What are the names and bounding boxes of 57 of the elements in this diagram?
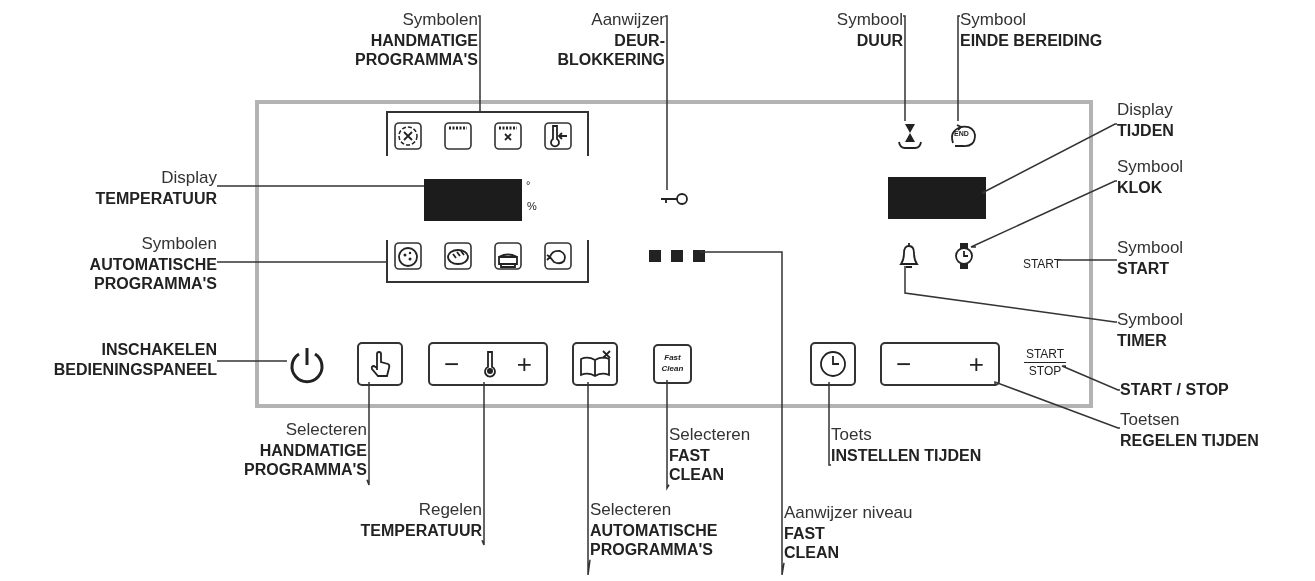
callout-text: Selecteren FAST CLEAN — [669, 425, 751, 485]
fast-clean-button: Fast Clean — [653, 344, 692, 384]
callout-text: Symbool KLOK — [1117, 157, 1184, 198]
key-icon — [659, 190, 689, 208]
level-indicator-dots — [649, 250, 705, 262]
leader-line — [1057, 259, 1118, 261]
callout-text: Toets INSTELLEN TIJDEN — [831, 425, 982, 466]
control-panel — [255, 100, 1093, 408]
minus-sign: − — [896, 350, 912, 378]
leader-line — [700, 249, 785, 576]
callout-text: Symbolen AUTOMATISCHE PROGRAMMA'S — [67, 234, 217, 294]
callout-text: INSCHAKELEN BEDIENINGSPANEEL — [27, 340, 217, 380]
callout-text: Selecteren AUTOMATISCHE PROGRAMMA'S — [590, 500, 740, 560]
callout-text: Symbool TIMER — [1117, 310, 1184, 351]
panel-label: START — [1022, 256, 1062, 272]
symbol-group-bracket — [386, 111, 589, 156]
plus-sign: + — [968, 350, 984, 378]
bell-icon — [897, 242, 921, 270]
leader-line — [664, 15, 668, 191]
minus-sign: − — [444, 350, 460, 378]
leader-line — [902, 15, 906, 122]
time-set-button — [810, 342, 856, 386]
display-screen — [424, 179, 522, 221]
leader-line — [216, 185, 425, 187]
degree-sign: ° — [526, 180, 531, 191]
symbol-group-bracket — [386, 240, 589, 283]
callout-text: Toetsen REGELEN TIJDEN — [1120, 410, 1259, 451]
leader-line — [981, 123, 1118, 194]
plus-sign: + — [516, 350, 532, 378]
leader-line — [904, 265, 1118, 323]
leader-line — [477, 15, 481, 112]
percent-sign: % — [527, 201, 537, 212]
hourglass-icon — [897, 121, 923, 151]
manual-program-button — [357, 342, 403, 386]
start-stop-key: START STOP — [1024, 346, 1066, 382]
callout-text: Display TEMPERATUUR — [95, 168, 217, 209]
auto-program-button — [572, 342, 618, 386]
leader-line — [994, 380, 1121, 429]
callout-text: Regelen TEMPERATUUR — [360, 500, 482, 541]
leader-line — [957, 15, 961, 122]
callout-text: Symbolen HANDMATIGE PROGRAMMA'S — [338, 10, 478, 70]
callout-text: Symbool DUUR — [836, 10, 903, 51]
callout-text: Display TIJDEN — [1117, 100, 1174, 141]
callout-text: Symbool EINDE BEREIDING — [960, 10, 1103, 51]
leader-line — [1061, 365, 1121, 391]
time-adjust-button — [880, 342, 1000, 386]
callout-text: START / STOP — [1120, 380, 1229, 400]
watch-icon — [952, 242, 976, 270]
callout-text: Aanwijzer niveau FAST CLEAN — [784, 503, 913, 563]
leader-line — [216, 261, 387, 263]
callout-text: Aanwijzer DEUR-BLOKKERING — [545, 10, 665, 70]
display-screen — [888, 177, 986, 219]
callout-text: Selecteren HANDMATIGE PROGRAMMA'S — [227, 420, 367, 480]
leader-line — [216, 360, 288, 362]
callout-text: Symbool START — [1117, 238, 1184, 279]
leader-line — [970, 180, 1118, 248]
temperature-button — [428, 342, 548, 386]
